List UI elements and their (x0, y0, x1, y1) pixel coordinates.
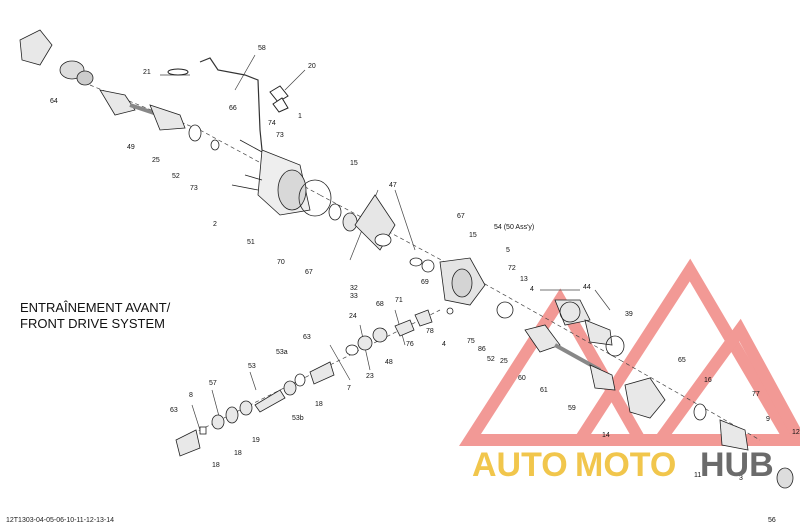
callout: 77 (752, 391, 760, 398)
callout: 75 (467, 338, 475, 345)
callout: 57 (209, 380, 217, 387)
callout: 14 (602, 432, 610, 439)
callout: 76 (406, 341, 414, 348)
callout: 59 (568, 405, 576, 412)
callout: 58 (258, 45, 266, 52)
drive-shaft-upper (19, 29, 220, 151)
drive-shaft-lower (524, 299, 794, 489)
callout: 54 (50 Ass'y) (494, 224, 534, 231)
callout: 67 (457, 213, 465, 220)
callout: 67 (305, 269, 313, 276)
callout: 86 (478, 346, 486, 353)
callout: 48 (385, 359, 393, 366)
callout: 44 (583, 284, 591, 291)
callout: 18 (212, 462, 220, 469)
callout: 63 (303, 334, 311, 341)
callout: 61 (540, 387, 548, 394)
callout: 65 (678, 357, 686, 364)
title-line-2: FRONT DRIVE SYSTEM (20, 316, 165, 331)
svg-text:AUTO: AUTO (472, 446, 568, 484)
callout: 49 (127, 144, 135, 151)
callout: 56 (768, 517, 776, 524)
callout: 51 (247, 239, 255, 246)
callout: 2 (213, 221, 217, 228)
callout: 8 (189, 392, 193, 399)
callout: 12 (792, 429, 800, 436)
callout: 64 (50, 98, 58, 105)
front-housing (231, 139, 332, 217)
callout: 13 (520, 276, 528, 283)
clip-20b (272, 97, 289, 113)
o-ring-21 (167, 68, 189, 76)
callout: 24 (349, 313, 357, 320)
callout: 1 (298, 113, 302, 120)
svg-text:MOTO: MOTO (575, 446, 676, 484)
callout: 16 (704, 377, 712, 384)
differential-assembly (328, 194, 396, 251)
callout: 52 (487, 356, 495, 363)
callout: 4 (442, 341, 446, 348)
callout: 7 (347, 385, 351, 392)
leader-lines (89, 54, 761, 441)
watermark-text: AUTO MOTO HUB (472, 446, 774, 484)
callout: 71 (395, 297, 403, 304)
callout: 33 (350, 293, 358, 300)
watermark-logo (459, 258, 800, 446)
callout: 4 (530, 286, 534, 293)
callout: 19 (252, 437, 260, 444)
svg-text:HUB: HUB (700, 446, 774, 484)
callout: 25 (500, 358, 508, 365)
diagram-title: ENTRAÎNEMENT AVANT/ FRONT DRIVE SYSTEM (20, 300, 170, 332)
callout: 3 (739, 475, 743, 482)
callout-labels: 58 21 20 64 66 74 73 1 49 25 52 73 15 47… (50, 45, 800, 524)
lower-shaft-assembly (175, 307, 454, 457)
callout: 53b (292, 415, 304, 422)
callout: 11 (694, 472, 701, 479)
callout: 21 (143, 69, 151, 76)
callout: 60 (518, 375, 526, 382)
callout: 53a (276, 349, 288, 356)
callout: 69 (421, 279, 429, 286)
callout: 73 (190, 185, 198, 192)
callout: 25 (152, 157, 160, 164)
callout: 52 (172, 173, 180, 180)
callout: 9 (766, 416, 770, 423)
callout: 18 (234, 450, 242, 457)
reference-code: 12T1303-04-05-06-10-11-12-13-14 (6, 517, 115, 524)
callout: 72 (508, 265, 516, 272)
rear-housing (409, 257, 514, 319)
callout: 47 (389, 182, 397, 189)
callout: 74 (268, 120, 276, 127)
callout: 18 (315, 401, 323, 408)
callout: 39 (625, 311, 633, 318)
callout: 5 (506, 247, 510, 254)
callout: 63 (170, 407, 178, 414)
callout: 70 (277, 259, 285, 266)
callout: 66 (229, 105, 237, 112)
callout: 15 (350, 160, 358, 167)
callout: 23 (366, 373, 374, 380)
callout: 15 (469, 232, 477, 239)
callout: 32 (350, 285, 358, 292)
vent-tube (199, 57, 263, 151)
callout: 20 (308, 63, 316, 70)
callout: 53 (248, 363, 256, 370)
callout: 78 (426, 328, 434, 335)
clip-20 (269, 85, 289, 103)
callout: 68 (376, 301, 384, 308)
callout: 73 (276, 132, 284, 139)
title-line-1: ENTRAÎNEMENT AVANT/ (20, 300, 171, 315)
